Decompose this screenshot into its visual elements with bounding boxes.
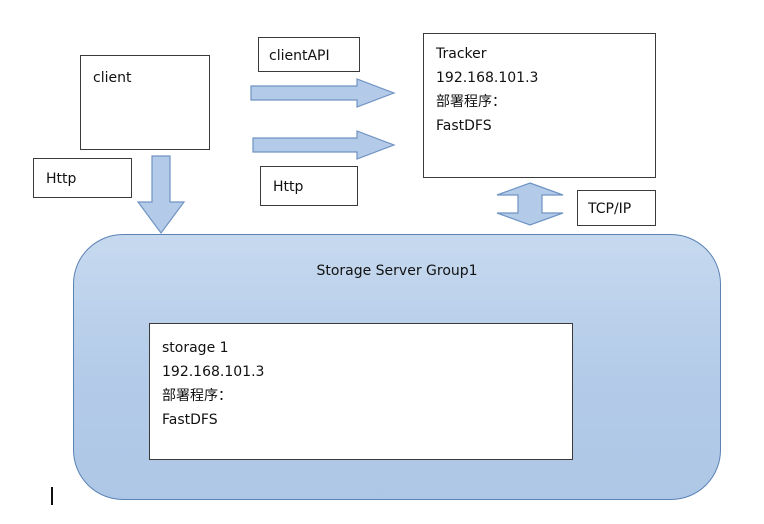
- http-mid-label-box: Http: [260, 166, 358, 206]
- storage1-deploy-label: 部署程序：: [162, 388, 232, 404]
- storage1-ip: 192.168.101.3: [162, 364, 265, 380]
- tracker-program: FastDFS: [436, 118, 492, 134]
- http-left-label-box: Http: [33, 158, 132, 198]
- client-label: client: [93, 70, 132, 86]
- storage-group-title: Storage Server Group1: [316, 263, 478, 279]
- tcp-ip-double-arrow: [496, 182, 564, 226]
- storage1-box: storage 1 192.168.101.3 部署程序： FastDFS: [149, 323, 573, 460]
- tracker-deploy-label: 部署程序：: [436, 94, 506, 110]
- http-mid-label: Http: [273, 179, 304, 195]
- storage1-title: storage 1: [162, 340, 229, 356]
- tcp-ip-label-box: TCP/IP: [577, 190, 656, 226]
- client-api-arrow: [250, 78, 396, 108]
- client-box: client: [80, 55, 210, 150]
- tracker-title: Tracker: [436, 46, 487, 62]
- http-left-label: Http: [46, 171, 77, 187]
- storage1-program: FastDFS: [162, 412, 218, 428]
- client-api-label: clientAPI: [269, 48, 330, 64]
- text-cursor: [51, 487, 53, 505]
- http-down-arrow: [136, 155, 186, 235]
- http-mid-arrow: [252, 130, 396, 160]
- tcp-ip-label: TCP/IP: [588, 201, 632, 217]
- client-api-label-box: clientAPI: [258, 37, 360, 72]
- tracker-box: Tracker 192.168.101.3 部署程序： FastDFS: [423, 33, 656, 178]
- tracker-ip: 192.168.101.3: [436, 70, 539, 86]
